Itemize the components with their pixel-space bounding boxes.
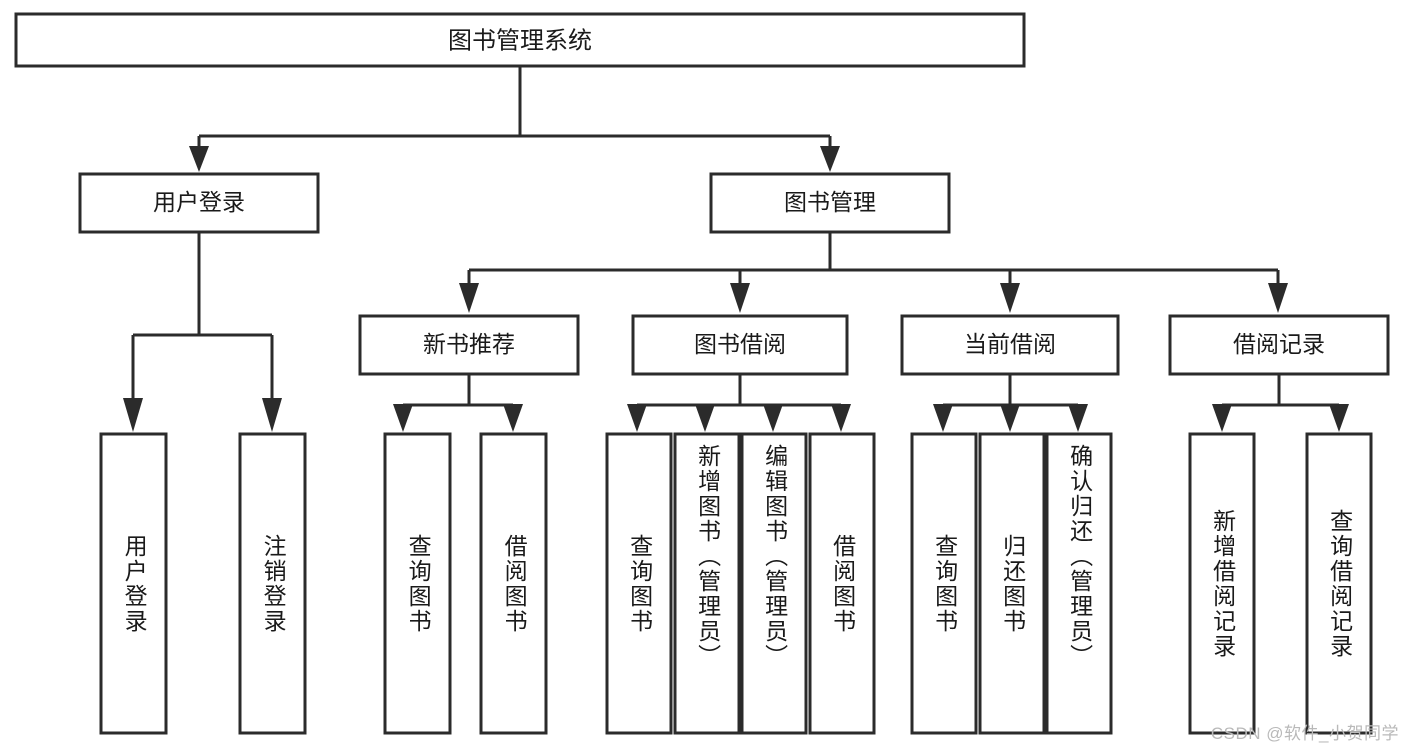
arrow-to-nb-leaf-2 <box>503 404 523 432</box>
user-login-label: 用户登录 <box>153 189 245 215</box>
node-borrow-record[interactable]: 借阅记录 <box>1168 314 1390 376</box>
arrow-to-book-borrow <box>730 283 750 313</box>
node-book-borrow[interactable]: 图书借阅 <box>631 314 849 376</box>
node-current-borrow[interactable]: 当前借阅 <box>900 314 1120 376</box>
connector-borrow-record-to-leaves <box>1212 374 1349 432</box>
root-box[interactable] <box>14 12 1026 68</box>
leaf-box-nb-query-book[interactable] <box>383 432 452 735</box>
current-borrow-box[interactable] <box>900 314 1120 376</box>
connector-current-borrow-to-leaves <box>933 374 1088 432</box>
arrow-to-bb-leaf-3 <box>763 404 783 432</box>
borrow-record-box[interactable] <box>1168 314 1390 376</box>
arrow-to-cb-leaf-3 <box>1068 404 1088 432</box>
arrow-to-bb-leaf-4 <box>831 404 851 432</box>
leaf-box-nb-borrow-book[interactable] <box>479 432 548 735</box>
new-book-recommend-label: 新书推荐 <box>423 331 515 357</box>
csdn-watermark: CSDN @软件_小贺同学 <box>1210 724 1399 743</box>
arrow-to-cb-leaf-1 <box>933 404 953 432</box>
book-borrow-box[interactable] <box>631 314 849 376</box>
leaf-box-cb-return-book[interactable] <box>978 432 1046 735</box>
arrow-to-user-login <box>189 146 209 172</box>
leaf-box-cb-query-book[interactable] <box>910 432 978 735</box>
leaf-box-user-login[interactable] <box>99 432 168 735</box>
book-borrow-label: 图书借阅 <box>694 331 786 357</box>
arrow-to-bb-leaf-2 <box>695 404 715 432</box>
arrow-to-leaf-logout <box>262 398 282 432</box>
leaf-box-br-add-record[interactable] <box>1188 432 1256 735</box>
arrow-to-leaf-user-login <box>123 398 143 432</box>
arrow-to-br-leaf-2 <box>1329 404 1349 432</box>
current-borrow-label: 当前借阅 <box>964 331 1056 357</box>
root-label: 图书管理系统 <box>448 27 592 54</box>
leaf-box-br-query-record[interactable] <box>1305 432 1373 735</box>
connector-root-to-level2 <box>189 66 840 172</box>
connector-user-login-to-leaves <box>123 232 282 432</box>
node-book-manage[interactable]: 图书管理 <box>709 172 951 234</box>
arrow-to-current-borrow <box>1000 283 1020 313</box>
arrow-to-cb-leaf-2 <box>1000 404 1020 432</box>
leaf-box-bb-edit-book[interactable] <box>740 432 808 735</box>
borrow-record-label: 借阅记录 <box>1233 331 1325 357</box>
connector-book-manage-to-level3 <box>459 232 1288 313</box>
node-root[interactable]: 图书管理系统 <box>14 12 1026 68</box>
node-new-book-recommend[interactable]: 新书推荐 <box>358 314 580 376</box>
book-manage-label: 图书管理 <box>784 189 876 215</box>
arrow-to-nb-leaf-1 <box>393 404 413 432</box>
arrow-to-borrow-record <box>1268 283 1288 313</box>
leaf-box-bb-query-book[interactable] <box>605 432 673 735</box>
arrow-to-book-manage <box>820 146 840 172</box>
new-book-recommend-box[interactable] <box>358 314 580 376</box>
arrow-to-new-book <box>459 283 479 313</box>
book-manage-box[interactable] <box>709 172 951 234</box>
connector-new-book-to-leaves <box>393 374 523 432</box>
connector-book-borrow-to-leaves <box>627 374 851 432</box>
leaf-box-bb-borrow-book[interactable] <box>808 432 876 735</box>
leaf-box-cb-confirm-return[interactable] <box>1045 432 1113 735</box>
leaf-box-bb-add-book[interactable] <box>673 432 741 735</box>
arrow-to-bb-leaf-1 <box>627 404 647 432</box>
node-user-login[interactable]: 用户登录 <box>78 172 320 234</box>
arrow-to-br-leaf-1 <box>1212 404 1232 432</box>
leaf-box-logout[interactable] <box>238 432 307 735</box>
